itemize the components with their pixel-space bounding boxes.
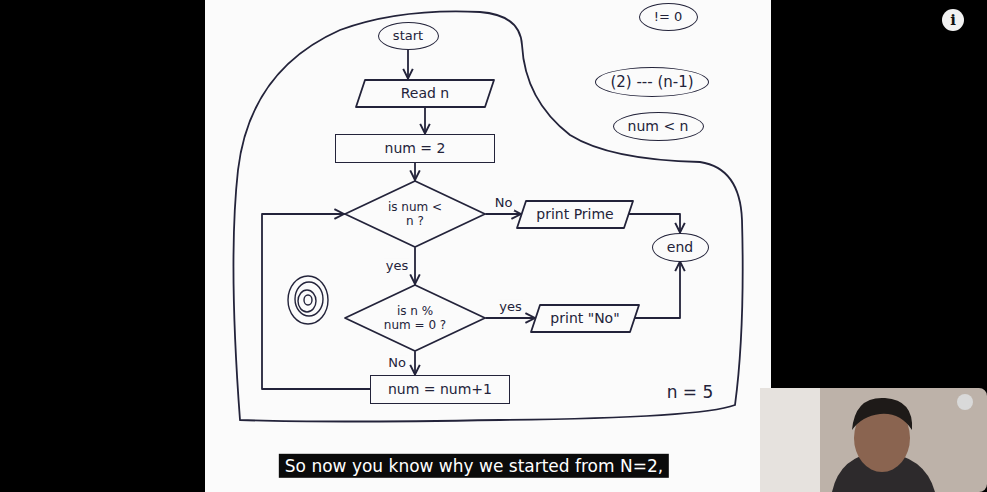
enclosing-outline bbox=[233, 11, 742, 421]
edge-label: yes bbox=[497, 299, 523, 315]
node-text: num < n bbox=[628, 118, 689, 135]
node-text: (2) --- (n-1) bbox=[610, 73, 693, 91]
note-oval: (2) --- (n-1) bbox=[595, 67, 709, 97]
flow-arrow bbox=[486, 213, 521, 215]
scribble-ring bbox=[304, 295, 312, 305]
shape-outline bbox=[345, 181, 485, 247]
edge-label: No bbox=[493, 195, 515, 211]
node-text: != 0 bbox=[654, 9, 683, 25]
decision-diamond: is n % num = 0 ? bbox=[344, 284, 486, 352]
info-icon: i bbox=[942, 9, 964, 31]
flow-arrow bbox=[414, 163, 416, 181]
flow-arrow bbox=[414, 352, 416, 375]
scribble-ring bbox=[288, 276, 328, 324]
shape-outline bbox=[356, 80, 494, 107]
edge-label: yes bbox=[384, 258, 410, 274]
process-box: num = 2 bbox=[335, 134, 495, 163]
webcam-inset bbox=[760, 388, 987, 492]
flow-arrow bbox=[407, 50, 409, 79]
webcam-button bbox=[957, 394, 973, 410]
shape-outline bbox=[517, 201, 633, 228]
edge-label: No bbox=[386, 355, 408, 371]
person-hair bbox=[852, 398, 912, 430]
flow-arrow bbox=[424, 108, 426, 134]
node-text: num = num+1 bbox=[388, 381, 492, 398]
node-text: start bbox=[393, 28, 423, 44]
flow-arrow bbox=[414, 248, 416, 284]
flow-arrow bbox=[635, 262, 680, 319]
io-parallelogram: Read n bbox=[355, 79, 495, 108]
flow-arrow bbox=[486, 317, 535, 319]
process-box: num = num+1 bbox=[370, 375, 510, 404]
annotation: n = 5 bbox=[664, 382, 717, 402]
node-text: num = 2 bbox=[385, 140, 446, 157]
io-parallelogram: print "No" bbox=[530, 304, 640, 333]
node-text: Read n bbox=[401, 85, 450, 102]
terminal-oval: end bbox=[652, 233, 709, 262]
shape-outline bbox=[345, 285, 485, 351]
decision-diamond: is num < n ? bbox=[344, 180, 486, 248]
flow-arrow bbox=[629, 214, 680, 233]
scribble-ring bbox=[295, 282, 323, 316]
webcam-wall bbox=[760, 388, 820, 492]
node-text: print "No" bbox=[550, 310, 619, 327]
shape-outline bbox=[531, 305, 639, 332]
scribble bbox=[288, 276, 328, 324]
paper-sheet bbox=[205, 0, 771, 492]
subtitle-caption: So now you know why we started from N=2, bbox=[279, 454, 669, 478]
flow-arrow bbox=[262, 214, 370, 389]
node-text: print Prime bbox=[536, 206, 613, 223]
node-text: is n % num = 0 ? bbox=[383, 304, 447, 333]
note-oval: != 0 bbox=[639, 3, 698, 31]
note-oval: num < n bbox=[613, 112, 704, 141]
node-text: end bbox=[667, 239, 693, 256]
terminal-oval: start bbox=[378, 22, 439, 50]
webcam-background bbox=[760, 388, 987, 492]
io-parallelogram: print Prime bbox=[516, 200, 634, 229]
scribble-ring bbox=[298, 290, 316, 312]
node-text: is num < n ? bbox=[383, 200, 447, 229]
